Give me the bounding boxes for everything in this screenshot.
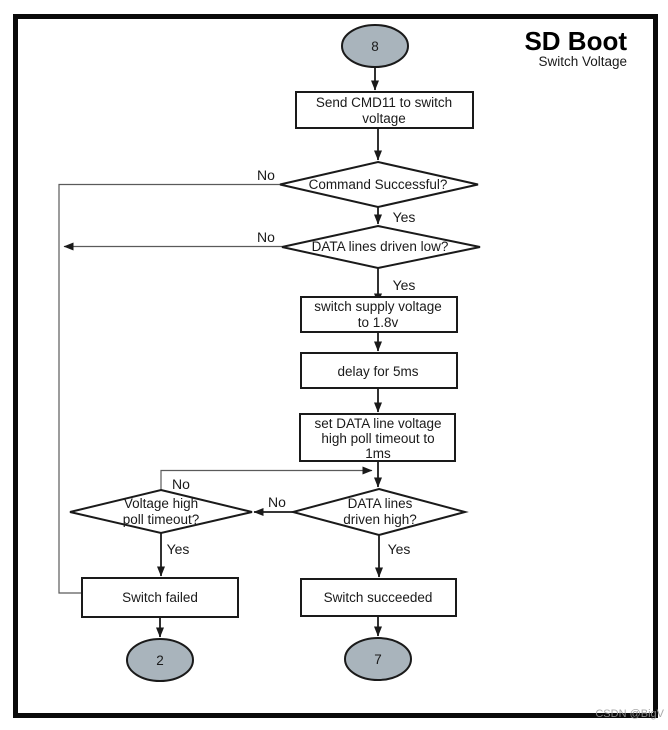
node-switch-supply-line2: to 1.8v xyxy=(358,315,399,330)
node-end2-oval xyxy=(126,638,194,682)
node-set-timeout-line2: high poll timeout to xyxy=(321,431,434,446)
node-end7-oval xyxy=(344,637,412,681)
node-switch-failed-box xyxy=(81,577,239,618)
label-command-no: No xyxy=(257,167,275,183)
node-send-cmd11-line2: voltage xyxy=(362,111,406,126)
label-data-low-no: No xyxy=(257,229,275,245)
label-command-yes: Yes xyxy=(393,209,416,225)
edge-timeout-no-loop-route xyxy=(160,466,373,490)
node-start-oval xyxy=(341,24,409,68)
node-start-label: 8 xyxy=(371,39,379,54)
node-data-lines-high-line2: driven high? xyxy=(343,512,417,527)
node-data-lines-high-diamond xyxy=(289,487,469,537)
node-delay-box xyxy=(300,352,458,389)
label-data-high-yes: Yes xyxy=(388,541,411,557)
node-switch-failed-label: Switch failed xyxy=(122,590,198,605)
node-data-lines-low-label: DATA lines driven low? xyxy=(312,239,449,254)
page-border xyxy=(13,14,658,718)
node-data-lines-high-line1: DATA lines xyxy=(348,496,413,511)
label-data-low-yes: Yes xyxy=(393,277,416,293)
edge-command-no-route xyxy=(58,183,280,594)
node-send-cmd11-line1: Send CMD11 to switch xyxy=(316,95,452,110)
node-data-lines-low-diamond xyxy=(281,224,481,270)
node-voltage-timeout-line2: poll timeout? xyxy=(123,512,200,527)
watermark-text: CSDN @BigV xyxy=(595,708,664,720)
node-switch-supply-box xyxy=(300,296,458,333)
node-end2-label: 2 xyxy=(156,653,164,668)
node-switch-succeeded-label: Switch succeeded xyxy=(324,590,433,605)
node-set-timeout-line3: 1ms xyxy=(365,446,391,461)
node-send-cmd11-box xyxy=(295,91,474,129)
node-command-successful-diamond xyxy=(279,160,479,209)
node-set-timeout-line1: set DATA line voltage xyxy=(314,416,441,431)
node-command-successful-label: Command Successful? xyxy=(309,177,448,192)
node-delay-label: delay for 5ms xyxy=(337,364,418,379)
label-timeout-no: No xyxy=(172,476,190,492)
node-end7-label: 7 xyxy=(374,652,382,667)
label-timeout-yes: Yes xyxy=(167,541,190,557)
page-title: SD Boot xyxy=(524,26,627,56)
node-switch-supply-line1: switch supply voltage xyxy=(314,299,442,314)
node-switch-succeeded-box xyxy=(300,578,457,617)
node-voltage-timeout-diamond xyxy=(69,488,253,535)
label-data-high-no: No xyxy=(268,494,286,510)
node-voltage-timeout-line1: Voltage high xyxy=(124,496,198,511)
page-subtitle: Switch Voltage xyxy=(538,54,627,69)
node-set-timeout-box xyxy=(299,413,456,462)
